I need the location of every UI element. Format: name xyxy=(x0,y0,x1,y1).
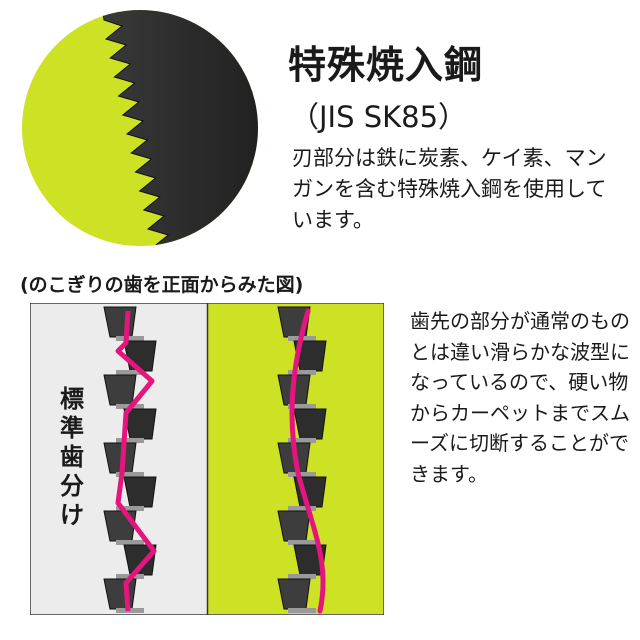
tooth-gap xyxy=(288,608,316,613)
saw-tooth xyxy=(103,578,137,610)
saw-tooth xyxy=(123,340,157,372)
tooth-gap xyxy=(288,404,316,409)
saw-tooth xyxy=(103,510,137,542)
tooth-gap xyxy=(116,540,144,545)
tooth-gap xyxy=(288,472,316,477)
tooth-gap xyxy=(288,506,316,511)
wave-description: 歯先の部分が通常のものとは違い滑らかな波型になっているので、硬い物からカーペット… xyxy=(410,309,630,486)
page-title: 特殊焼入鋼 xyxy=(288,43,484,87)
saw-tooth xyxy=(123,476,157,508)
material-standard: （JIS SK85） xyxy=(290,100,468,134)
tooth-gap xyxy=(288,540,316,545)
tooth-gap xyxy=(116,506,144,511)
standard-set-label: 標準歯分け xyxy=(60,385,84,529)
blade-closeup-illustration xyxy=(22,10,258,246)
tooth-gap xyxy=(288,370,316,375)
wave-teeth-column xyxy=(277,306,327,613)
saw-tooth xyxy=(277,578,311,610)
saw-tooth xyxy=(293,408,327,440)
tooth-comparison-diagram xyxy=(30,303,384,615)
saw-tooth xyxy=(123,408,157,440)
saw-tooth xyxy=(277,510,311,542)
saw-tooth xyxy=(123,544,157,576)
tooth-gap xyxy=(116,472,144,477)
saw-tooth xyxy=(103,306,137,338)
wave-set-line xyxy=(289,308,326,614)
standard-set-line xyxy=(115,310,157,612)
tooth-gap xyxy=(288,438,316,443)
material-description: 刃部分は鉄に炭素、ケイ素、マンガンを含む特殊焼入鋼を使用しています。 xyxy=(292,146,607,232)
saw-tooth xyxy=(103,374,137,406)
tooth-gap xyxy=(288,574,316,579)
tooth-gap xyxy=(116,336,144,341)
tooth-gap xyxy=(116,370,144,375)
tooth-gap xyxy=(116,438,144,443)
diagram-caption: (のこぎりの歯を正面からみた図) xyxy=(20,274,304,296)
